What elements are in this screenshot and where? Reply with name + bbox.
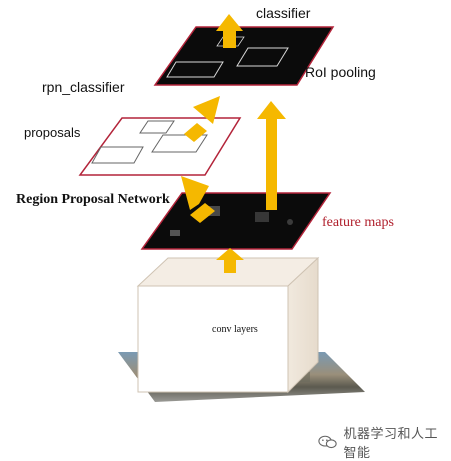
proposals-label: proposals xyxy=(24,125,81,140)
feature-maps-plane xyxy=(140,192,332,250)
wechat-icon xyxy=(318,435,337,449)
rpn-classifier-label: rpn_classifier xyxy=(42,79,125,95)
roi-box xyxy=(166,61,224,78)
roi-pooling-label: RoI pooling xyxy=(305,64,376,80)
proposal-box xyxy=(91,146,144,164)
roi-pooling-plane xyxy=(153,26,335,86)
arrow-roi-to-classifier xyxy=(216,14,243,48)
arrow-conv-to-feature xyxy=(216,248,244,273)
watermark: 机器学习和人工智能 xyxy=(318,423,451,461)
classifier-label: classifier xyxy=(256,5,311,21)
watermark-text: 机器学习和人工智能 xyxy=(343,427,438,461)
arrow-feature-to-roi xyxy=(257,101,286,210)
roi-box xyxy=(216,36,245,47)
proposal-box xyxy=(139,120,175,134)
arrow-feature-to-proposals xyxy=(181,176,215,223)
image-label: image xyxy=(193,380,219,391)
proposals-plane xyxy=(78,117,242,176)
roi-box xyxy=(236,47,289,67)
feature-maps-label: feature maps xyxy=(322,215,394,230)
region-proposal-network-label: Region Proposal Network xyxy=(16,192,170,207)
conv-layers-label: conv layers xyxy=(212,324,258,335)
conv-layers-box xyxy=(136,256,320,394)
arrow-proposals-to-roi xyxy=(184,96,220,142)
